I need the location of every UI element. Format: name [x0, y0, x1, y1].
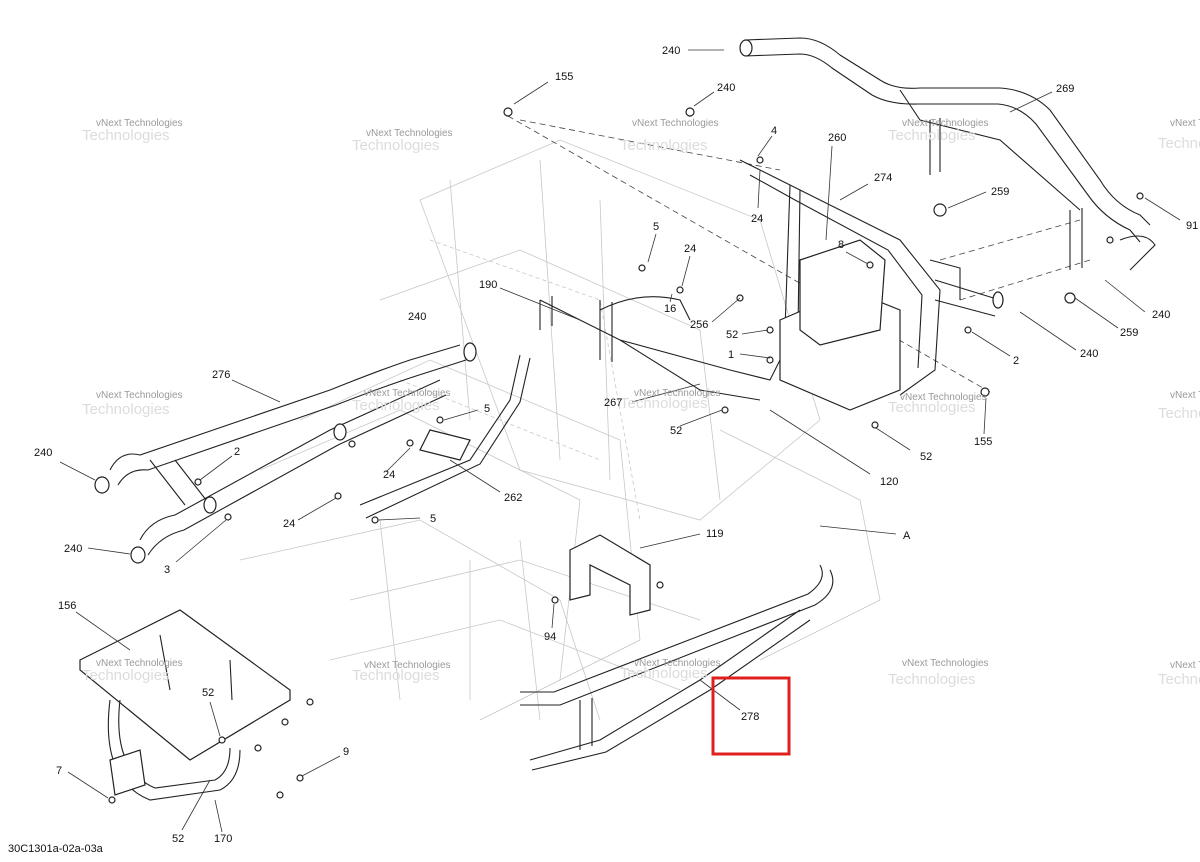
- callout-240: 240: [1152, 309, 1170, 321]
- callout-120: 120: [880, 476, 898, 488]
- callout-3: 3: [164, 564, 170, 576]
- watermark: vNext Technologies: [632, 118, 719, 129]
- watermark: vNext Technologies: [902, 118, 989, 129]
- callout-24: 24: [684, 243, 696, 255]
- watermark-large: Technologies: [82, 127, 170, 144]
- callout-2: 2: [1013, 355, 1019, 367]
- callout-labels: 240 155 240 4 260 269 274 24 259 91 5 24…: [34, 45, 1198, 845]
- watermark-large: Technologies: [82, 667, 170, 684]
- callout-119: 119: [706, 528, 724, 540]
- watermark-large: Technologies: [352, 397, 440, 414]
- callout-274: 274: [874, 172, 892, 184]
- callout-5: 5: [430, 513, 436, 525]
- watermark: vNext Technologies: [364, 660, 451, 671]
- watermark-large: Technologies: [1158, 405, 1200, 422]
- leader-lines: [59, 49, 1181, 833]
- callout-267: 267: [604, 397, 622, 409]
- bracket-262: [359, 354, 531, 519]
- callout-240: 240: [662, 45, 680, 57]
- watermarks: Technologies vNext Technologies Technolo…: [82, 118, 1200, 688]
- callout-8: 8: [838, 239, 844, 251]
- callout-155: 155: [974, 436, 992, 448]
- watermark-large: Technologies: [620, 665, 708, 682]
- callout-240: 240: [408, 311, 426, 323]
- callout-260: 260: [828, 132, 846, 144]
- callout-4: 4: [771, 125, 777, 137]
- lower-bar-278: [520, 564, 834, 771]
- watermark-large: Technologies: [352, 137, 440, 154]
- watermark: vNext Technologies: [900, 392, 987, 403]
- callout-262: 262: [504, 492, 522, 504]
- highlight-box: [711, 676, 791, 756]
- callout-5: 5: [653, 221, 659, 233]
- drawing-code: 30C1301a-02a-03a: [8, 843, 104, 855]
- callout-278: 278: [741, 711, 759, 723]
- ghost-frame: [239, 139, 881, 721]
- watermark: vNext Technologies: [902, 658, 989, 669]
- watermark: vNext Technologies: [96, 658, 183, 669]
- callout-256: 256: [690, 319, 708, 331]
- watermark-large: Technologies: [1158, 135, 1200, 152]
- watermark: vNext Technologies: [364, 388, 451, 399]
- callout-1: 1: [728, 349, 734, 361]
- callout-2: 2: [234, 446, 240, 458]
- callout-155: 155: [555, 71, 573, 83]
- frame-assembly-190: [539, 296, 781, 401]
- callout-259: 259: [991, 186, 1009, 198]
- callout-259: 259: [1120, 327, 1138, 339]
- callout-52: 52: [172, 833, 184, 845]
- callout-269: 269: [1056, 83, 1074, 95]
- watermark: vNext Technologies: [1170, 390, 1200, 401]
- watermark: vNext Technologies: [96, 390, 183, 401]
- watermark: vNext Technologies: [366, 128, 453, 139]
- watermark-large: Technologies: [888, 127, 976, 144]
- callout-24: 24: [283, 518, 295, 530]
- callout-240: 240: [1080, 348, 1098, 360]
- watermark: vNext Technologies: [634, 658, 721, 669]
- callout-9: 9: [343, 746, 349, 758]
- callout-a: A: [903, 530, 911, 542]
- watermark: vNext Technologies: [1170, 660, 1200, 671]
- callout-156: 156: [58, 600, 76, 612]
- bracket-119: [569, 534, 651, 616]
- watermark-large: Technologies: [620, 395, 708, 412]
- rear-upper-bar-269: [739, 37, 1156, 271]
- watermark: vNext Technologies: [1170, 118, 1200, 129]
- callout-52: 52: [920, 451, 932, 463]
- callout-24: 24: [383, 469, 395, 481]
- callout-240: 240: [34, 447, 52, 459]
- callout-52: 52: [202, 687, 214, 699]
- watermark-large: Technologies: [352, 667, 440, 684]
- callout-240: 240: [64, 543, 82, 555]
- watermark-large: Technologies: [888, 671, 976, 688]
- watermark: vNext Technologies: [634, 388, 721, 399]
- watermark-large: Technologies: [620, 137, 708, 154]
- watermark-large: Technologies: [82, 401, 170, 418]
- rear-frame-274: [739, 159, 1004, 411]
- watermark: vNext Technologies: [96, 118, 183, 129]
- callout-276: 276: [212, 369, 230, 381]
- callout-190: 190: [479, 279, 497, 291]
- callout-91: 91: [1186, 220, 1198, 232]
- alignment-lines: [507, 115, 1091, 393]
- callout-52: 52: [726, 329, 738, 341]
- watermark-large: Technologies: [1158, 671, 1200, 688]
- callout-94: 94: [544, 631, 556, 643]
- watermark-large: Technologies: [888, 399, 976, 416]
- callout-52: 52: [670, 425, 682, 437]
- callout-24: 24: [751, 213, 763, 225]
- callout-7: 7: [56, 765, 62, 777]
- callout-5: 5: [484, 403, 490, 415]
- hitch-assembly-156: [79, 609, 291, 801]
- callout-170: 170: [214, 833, 232, 845]
- callout-240: 240: [717, 82, 735, 94]
- callout-16: 16: [664, 303, 676, 315]
- left-bar-276: [94, 342, 477, 564]
